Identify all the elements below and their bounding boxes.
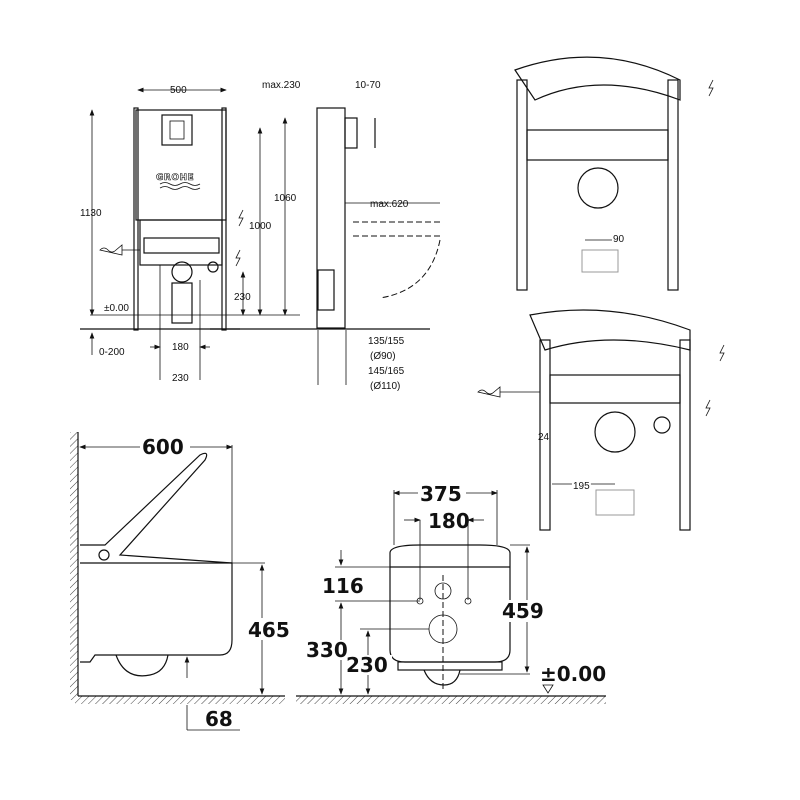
dim-pipe-90: (Ø90) bbox=[370, 351, 396, 362]
dim-bolt-height: 330 bbox=[306, 638, 348, 662]
toilet-lid-open bbox=[80, 452, 233, 564]
dim-width: 500 bbox=[170, 85, 187, 96]
power-socket bbox=[653, 416, 671, 434]
flush-plate-side bbox=[344, 117, 358, 149]
dim-outlet-spacing: 230 bbox=[172, 373, 189, 384]
label-mask bbox=[418, 482, 466, 504]
dim-offset-90: 90 bbox=[613, 234, 625, 245]
dim-bolt-spacing: 180 bbox=[172, 342, 189, 353]
dim-wall-90: 135/155 bbox=[368, 336, 405, 347]
electric-icon-2 bbox=[235, 249, 241, 267]
dim-height-total: 1130 bbox=[80, 208, 102, 219]
logo-waves bbox=[159, 182, 201, 190]
dim-bottom-offset: 68 bbox=[205, 707, 233, 731]
crossbar bbox=[143, 237, 220, 254]
label-mask bbox=[502, 600, 548, 622]
outlet-pipe bbox=[577, 167, 619, 209]
frame-detail-bottom: 24 195 bbox=[477, 309, 725, 531]
connection-box bbox=[526, 129, 669, 161]
grohe-logo: GROHE bbox=[156, 173, 194, 183]
dim-max-depth: max.230 bbox=[262, 80, 301, 91]
flush-button bbox=[169, 120, 185, 140]
level-marker-icon bbox=[542, 684, 554, 694]
drain-pipe bbox=[595, 489, 635, 516]
frame-leg bbox=[679, 339, 691, 531]
frame-leg bbox=[667, 79, 679, 291]
label-mask bbox=[140, 435, 190, 457]
label-mask bbox=[244, 618, 284, 640]
bowl-bottom bbox=[423, 669, 461, 686]
dim-height-actuator: 1000 bbox=[249, 221, 272, 232]
dim-toilet-outlet-height: 230 bbox=[346, 653, 388, 677]
toilet-front-view: 375 180 116 330 230 459 ±0.00 bbox=[296, 482, 606, 704]
connection-box bbox=[139, 219, 223, 266]
electric-icon bbox=[708, 79, 714, 97]
water-inlet-icon bbox=[99, 244, 140, 256]
electric-icon bbox=[719, 344, 725, 362]
cistern bbox=[135, 109, 227, 221]
water-inlet-icon bbox=[477, 386, 540, 398]
dim-pipe-110: (Ø110) bbox=[370, 381, 400, 392]
wall-cutaway bbox=[514, 56, 681, 101]
floor-hatch bbox=[296, 696, 606, 704]
frame-leg bbox=[133, 107, 139, 331]
frame-leg bbox=[539, 339, 551, 531]
dim-offset-195: 195 bbox=[573, 481, 590, 492]
dim-height-frame: 1060 bbox=[274, 193, 297, 204]
toilet-outline-dashed bbox=[353, 221, 441, 299]
outlet-pipe bbox=[171, 261, 193, 283]
frame-profile bbox=[316, 107, 346, 329]
label-mask bbox=[346, 655, 392, 675]
dim-floor-adjust: 0-200 bbox=[99, 347, 125, 358]
wall-cutaway bbox=[529, 309, 691, 351]
frame-front-view: GROHE 500 1130 1000 1060 230 ±0.00 0-200… bbox=[80, 85, 430, 384]
label-mask bbox=[306, 640, 356, 660]
connection-box bbox=[549, 374, 681, 404]
lid-hinge bbox=[98, 549, 110, 561]
electric-icon bbox=[238, 209, 244, 227]
dim-plate-offset: 10-70 bbox=[355, 80, 381, 91]
dim-toilet-total-height: 459 bbox=[502, 599, 544, 623]
drain-pipe bbox=[581, 249, 619, 273]
dim-offset-24: 24 bbox=[538, 432, 550, 443]
wall-hatch bbox=[70, 432, 78, 700]
dim-toilet-depth: 600 bbox=[142, 435, 184, 459]
frame-leg bbox=[221, 107, 227, 331]
dim-outlet-height: 230 bbox=[234, 292, 251, 303]
toilet-body bbox=[389, 544, 511, 663]
drain-pipe bbox=[171, 282, 193, 324]
zero-level-label: ±0.00 bbox=[104, 303, 129, 314]
dim-toilet-width: 375 bbox=[420, 482, 462, 506]
dim-toilet-height: 465 bbox=[248, 618, 290, 642]
frame-detail-top: 90 bbox=[514, 56, 714, 291]
toilet-bowl bbox=[80, 562, 233, 663]
drain-pipe-side bbox=[317, 269, 335, 311]
toilet-base bbox=[397, 661, 503, 671]
toilet-side-view: 600 465 68 bbox=[70, 432, 290, 731]
dim-max-projection: max.620 bbox=[370, 199, 409, 210]
electric-icon-2 bbox=[705, 399, 711, 417]
floor-hatch bbox=[75, 696, 285, 704]
bowl-bottom bbox=[115, 654, 169, 677]
flush-plate bbox=[161, 114, 193, 146]
frame-side-view: max.230 10-70 max.620 135/155 (Ø90) 145/… bbox=[262, 80, 441, 392]
zero-level-label: ±0.00 bbox=[540, 662, 606, 686]
dim-inlet-offset: 116 bbox=[322, 574, 364, 598]
power-socket bbox=[207, 261, 219, 273]
frame-leg bbox=[516, 79, 528, 291]
dim-toilet-bolt-spacing: 180 bbox=[428, 509, 470, 533]
dim-wall-110: 145/165 bbox=[368, 366, 405, 377]
outlet-pipe bbox=[594, 411, 636, 453]
